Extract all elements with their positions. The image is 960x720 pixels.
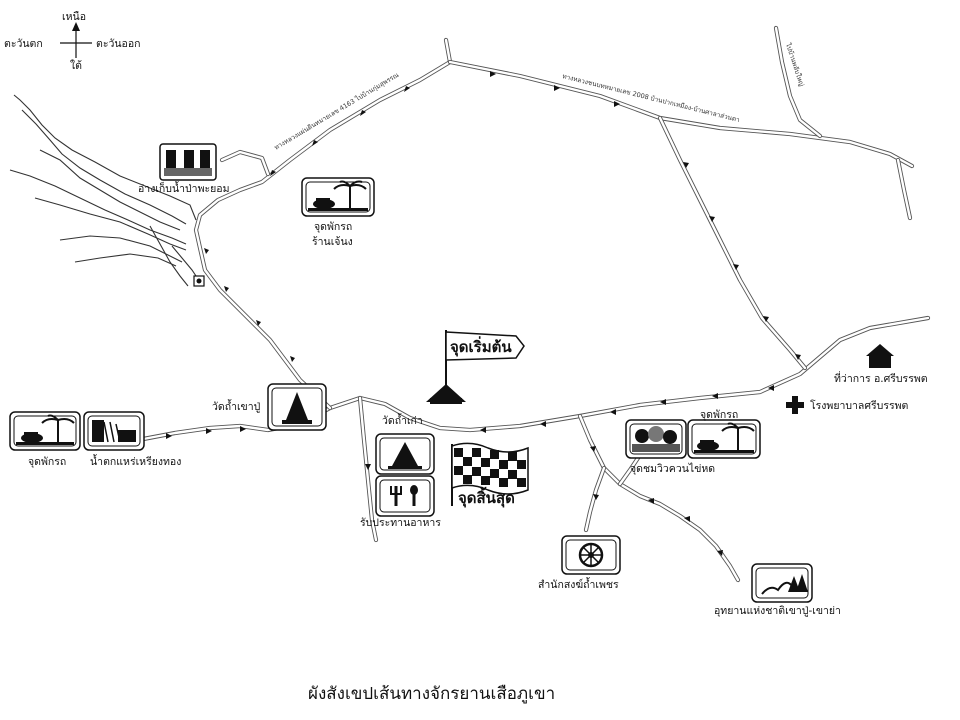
car-palm-tree-icon <box>301 177 375 217</box>
dharma-wheel-icon <box>561 535 621 575</box>
dam-icon <box>159 143 217 181</box>
compass-east: ตะวันออก <box>96 38 141 50</box>
fork-spoon-icon <box>375 475 435 517</box>
district-office-label: ที่ว่าการ อ.ศรีบรรพต <box>834 371 928 385</box>
reservoir-outline <box>9 94 201 287</box>
pagoda-icon <box>267 383 327 431</box>
checkered-flag-icon <box>451 442 529 506</box>
reservoir-label: อ่างเก็บน้ำป่าพะยอม <box>138 181 230 195</box>
road-label-4163: ทางหลวงแผ่นดินหมายเลข 4163 ไปบ้านกุ่มสุพ… <box>273 71 400 152</box>
car-palm-tree-icon <box>9 411 81 451</box>
compass-west: ตะวันตก <box>4 38 43 50</box>
rest-stop-3-label: จุดพักรถ <box>700 409 738 421</box>
waterfall-label: น้ำตกแหร่เหรียงทอง <box>90 454 181 468</box>
road-network <box>135 25 931 583</box>
rest-stop-2-label: จุดพักรถ <box>28 456 66 468</box>
house-icon <box>866 344 894 368</box>
direction-arrows <box>166 71 801 556</box>
trees-viewpoint-icon <box>625 419 687 459</box>
finish-point-label: จุดสิ้นสุด <box>458 486 515 508</box>
mountain-trees-icon <box>751 563 813 603</box>
car-palm-tree-icon <box>687 419 761 459</box>
rest-stop-1-label-line1: จุดพักรถ <box>314 221 352 233</box>
cross-icon <box>786 396 804 414</box>
compass-south: ใต้ <box>70 59 82 72</box>
pagoda-icon <box>375 433 435 475</box>
monastery-label: สำนักสงฆ์ถ้ำเพชร <box>538 577 619 591</box>
flag-icon <box>426 330 525 404</box>
start-point-label: จุดเริ่มต้น <box>450 336 512 357</box>
wat-tham-kao-label: วัดถ้ำเก่า <box>382 413 423 427</box>
wat-tham-khao-pu-label: วัดถ้ำเขาปู่ <box>212 399 261 413</box>
viewpoint-label: จุดชมวิวควนไข่หด <box>630 462 715 475</box>
waterfall-icon <box>83 411 145 451</box>
hospital-label: โรงพยาบาลศรีบรรพต <box>810 399 909 412</box>
map-title: ผังสังเขปเส้นทางจักรยานเสือภูเขา <box>308 684 555 704</box>
compass-north: เหนือ <box>62 10 86 23</box>
rest-stop-1-label-line2: ร้านเจ้นง <box>312 236 353 248</box>
compass-rose-icon <box>60 22 92 58</box>
national-park-label: อุทยานแห่งชาติเขาปู่-เขาย่า <box>714 605 841 617</box>
small-marker-icon <box>193 275 205 287</box>
meal-label: รับประทานอาหาร <box>360 517 441 529</box>
